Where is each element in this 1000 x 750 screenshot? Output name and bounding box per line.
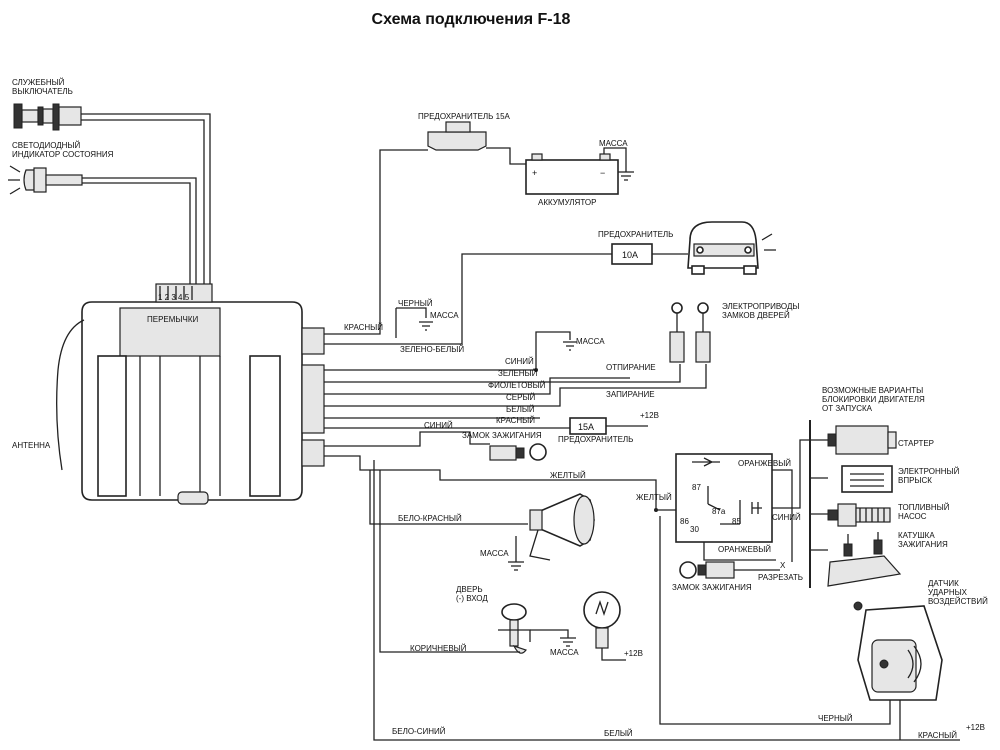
ignition-lock-label-2: ЗАМОК ЗАЖИГАНИЯ (672, 583, 752, 592)
led-label-2: ИНДИКАТОР СОСТОЯНИЯ (12, 150, 114, 159)
wire-black-ground: ЧЕРНЫЙ (398, 299, 433, 308)
antenna-label: АНТЕННА (12, 441, 51, 450)
fuse10-value: 10А (622, 250, 638, 260)
starter-icon (827, 425, 897, 455)
plus12-label-2: +12В (624, 649, 643, 658)
relay-pin-87: 87 (692, 483, 701, 492)
door-actuator-icon (669, 302, 711, 363)
alarm-module (81, 283, 303, 505)
shock-sensor-label-1: ДАТЧИК (928, 579, 959, 588)
shock-sensor-label-3: ВОЗДЕЙСТВИЙ (928, 597, 988, 606)
ground-symbol-door-2 (560, 637, 576, 647)
battery-plus: + (532, 168, 537, 178)
immobilizer-label-3: ОТ ЗАПУСКА (822, 404, 873, 413)
fuse10-caption: ПРЕДОХРАНИТЕЛЬ (598, 230, 673, 239)
plus12-label-3: +12В (966, 723, 985, 732)
battery-label: АККУМУЛЯТОР (538, 198, 596, 207)
jumper-numbers: 1 2 3 4 5 (158, 293, 190, 302)
siren-ground-label: МАССА (480, 549, 509, 558)
door-input-label-2: (-) ВХОД (456, 594, 488, 603)
module-ground-label: МАССА (430, 311, 459, 320)
starter-label: СТАРТЕР (898, 439, 934, 448)
wire-violet: ФИОЛЕТОВЫЙ (488, 381, 546, 390)
relay-pin-85: 85 (732, 517, 741, 526)
connectors (301, 327, 345, 467)
wire-orange-1: ОРАНЖЕВЫЙ (738, 459, 791, 468)
fuel-pump-label-2: НАСОС (898, 512, 927, 521)
relay-icon (675, 453, 773, 543)
fuse15-value: 15А (578, 422, 594, 432)
ignition-coil-label-2: ЗАЖИГАНИЯ (898, 540, 948, 549)
service-switch-label-2: ВЫКЛЮЧАТЕЛЬ (12, 87, 73, 96)
led-indicator-icon (8, 165, 83, 195)
ground-symbol-door (563, 341, 577, 351)
shock-sensor-icon (853, 601, 943, 701)
battery-ground-label: МАССА (599, 139, 628, 148)
led-label-1: СВЕТОДИОДНЫЙ (12, 141, 81, 150)
door-input-label-1: ДВЕРЬ (456, 585, 483, 594)
battery-minus: − (600, 168, 605, 178)
door-switch-icon (498, 603, 531, 654)
wire-blue-2: СИНИЙ (424, 421, 453, 430)
fuse-15a-icon (427, 121, 487, 151)
wire-brown: КОРИЧНЕВЫЙ (410, 644, 467, 653)
ground-symbol-battery (618, 171, 634, 181)
wire-yellow-2: ЖЕЛТЫЙ (636, 493, 672, 502)
battery-icon (525, 153, 619, 195)
cut-label: РАЗРЕЗАТЬ (758, 573, 803, 582)
door-ground-label-2: МАССА (550, 648, 579, 657)
service-switch-icon (13, 103, 82, 131)
unlock-label: ОТПИРАНИЕ (606, 363, 656, 372)
lock-label: ЗАПИРАНИЕ (606, 390, 655, 399)
plus12-label-1: +12В (640, 411, 659, 420)
wire-black-2: ЧЕРНЫЙ (818, 714, 853, 723)
injection-icon (841, 465, 893, 493)
service-switch-label-1: СЛУЖЕБНЫЙ (12, 78, 65, 87)
wire-white-red: БЕЛО-КРАСНЫЙ (398, 514, 462, 523)
fuse15-top-label: ПРЕДОХРАНИТЕЛЬ 15А (418, 112, 511, 121)
ignition-coil-icon (827, 532, 902, 587)
relay-pin-30: 30 (690, 525, 699, 534)
wire-white-blue: БЕЛО-СИНИЙ (392, 727, 446, 736)
wire-blue-3: СИНИЙ (772, 513, 801, 522)
injection-label-1: ЭЛЕКТРОННЫЙ (898, 467, 960, 476)
car-lights-icon (687, 221, 776, 275)
relay-pin-86: 86 (680, 517, 689, 526)
ignition-lock-2-icon (679, 561, 735, 579)
wire-green: ЗЕЛЕНЫЙ (498, 369, 538, 378)
relay-pin-87a: 87а (712, 507, 726, 516)
jumpers-label: ПЕРЕМЫЧКИ (147, 315, 198, 324)
fuel-pump-icon (827, 503, 891, 527)
immobilizer-label-2: БЛОКИРОВКИ ДВИГАТЕЛЯ (822, 395, 925, 404)
ignition-lock-icon (489, 443, 547, 461)
ground-symbol-siren (508, 561, 524, 571)
wire-white-1: БЕЛЫЙ (506, 405, 535, 414)
siren-icon (529, 493, 595, 561)
antenna-wire (56, 319, 85, 471)
wire-orange-2: ОРАНЖЕВЫЙ (718, 545, 771, 554)
wire-yellow-1: ЖЕЛТЫЙ (550, 471, 586, 480)
lamp-icon (583, 591, 621, 649)
immobilizer-label-1: ВОЗМОЖНЫЕ ВАРИАНТЫ (822, 386, 923, 395)
wire-red-main: КРАСНЫЙ (344, 323, 383, 332)
cut-mark: X (780, 561, 786, 570)
injection-label-2: ВПРЫСК (898, 476, 932, 485)
wire-grey: СЕРЫЙ (506, 393, 536, 402)
ignition-coil-label-1: КАТУШКА (898, 531, 935, 540)
wire-green-white: ЗЕЛЕНО-БЕЛЫЙ (400, 345, 464, 354)
door-actuators-label-1: ЭЛЕКТРОПРИВОДЫ (722, 302, 799, 311)
wire-red-2: КРАСНЫЙ (496, 416, 535, 425)
wire-white-2: БЕЛЫЙ (604, 729, 633, 738)
fuse-caption-2: ПРЕДОХРАНИТЕЛЬ (558, 435, 633, 444)
door-actuators-label-2: ЗАМКОВ ДВЕРЕЙ (722, 311, 790, 320)
ground-symbol-module (419, 321, 433, 331)
diagram-title: Схема подключения F-18 (372, 11, 571, 28)
ignition-lock-label-1: ЗАМОК ЗАЖИГАНИЯ (462, 431, 542, 440)
wire-red-3: КРАСНЫЙ (918, 731, 957, 740)
fuel-pump-label-1: ТОПЛИВНЫЙ (898, 503, 950, 512)
wire-blue-1: СИНИЙ (505, 357, 534, 366)
door-ground-label: МАССА (576, 337, 605, 346)
shock-sensor-label-2: УДАРНЫХ (928, 588, 968, 597)
